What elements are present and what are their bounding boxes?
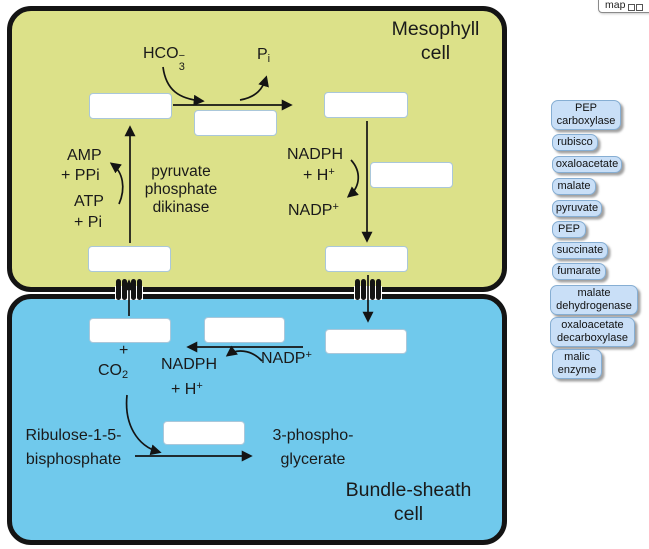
plasmodesma-bar [131,279,136,300]
atp-label: ATP [74,193,104,210]
chip-pep-carboxylase[interactable]: PEP carboxylase [551,100,621,130]
hco3-label: HCO−3 [143,45,185,73]
chip-malic-enzyme[interactable]: malic enzyme [552,349,602,379]
plus-pi-label: + Pi [74,214,103,231]
blank-mesophyll-pyruvate[interactable] [88,246,171,272]
plasmodesma-bar [137,279,142,300]
chip-pyruvate[interactable]: pyruvate [552,200,602,217]
map-button[interactable]: map [598,0,649,13]
blank-bundle-pyruvate[interactable] [89,318,171,343]
map-button-label: map [605,0,626,11]
blank-bundle-enzyme[interactable] [204,317,285,343]
chip-malate[interactable]: malate [552,178,596,195]
plasmodesma-bar [370,279,375,300]
windows-icon [628,4,644,11]
blank-mesophyll-oxaloacetate[interactable] [324,92,408,118]
pi-label: Pi [257,46,271,65]
plus-h-label-bundle: + H+ [171,380,203,399]
chip-succinate[interactable]: succinate [552,242,608,259]
mesophyll-cell-title: Mesophyll cell [391,18,480,64]
pyruvate-phosphate-dikinase-label: pyruvate phosphate dikinase [144,163,218,216]
nadp-label-mesophyll: NADP+ [288,201,339,220]
co2-label: CO2 [98,362,129,381]
ribulose-bisphosphate-label: Ribulose-1-5-bisphosphate [25,427,122,468]
plasmodesma-bar [116,279,121,300]
plus-h-label-mesophyll: + H+ [303,166,335,185]
chip-malate-dehydrogenase[interactable]: malate dehydrogenase [550,285,638,315]
plasmodesma-bar [122,279,127,300]
blank-bundle-rubisco[interactable] [163,421,245,445]
blank-bundle-malate[interactable] [325,329,407,354]
nadp-label-bundle: NADP+ [261,349,312,368]
nadph-label-mesophyll: NADPH [287,146,344,163]
blank-mesophyll-pep[interactable] [89,93,172,119]
plus-label-bundle: + [119,342,129,359]
amp-label: AMP [67,147,102,164]
chip-rubisco[interactable]: rubisco [552,134,598,151]
chip-oxaloacetate[interactable]: oxaloacetate [552,156,622,173]
chip-fumarate[interactable]: fumarate [552,263,606,280]
bundle-sheath-cell-title: Bundle-sheath cell [345,479,472,525]
plasmodesma-bar [355,279,360,300]
phosphoglycerate-label: 3-phospho-glycerate [272,427,354,468]
blank-mesophyll-dehydrogenase[interactable] [370,162,453,188]
nadph-label-bundle: NADPH [161,356,218,373]
blank-mesophyll-malate[interactable] [325,246,408,272]
plus-ppi-label: + PPi [61,167,100,184]
mesophyll-cell [7,6,507,292]
chip-oxaloacetate-decarboxylase[interactable]: oxaloacetate decarboxylase [550,317,635,347]
blank-mesophyll-enzyme[interactable] [194,110,277,136]
plasmodesma-bar [376,279,381,300]
plasmodesma-bar [361,279,366,300]
chip-pep[interactable]: PEP [552,221,586,238]
